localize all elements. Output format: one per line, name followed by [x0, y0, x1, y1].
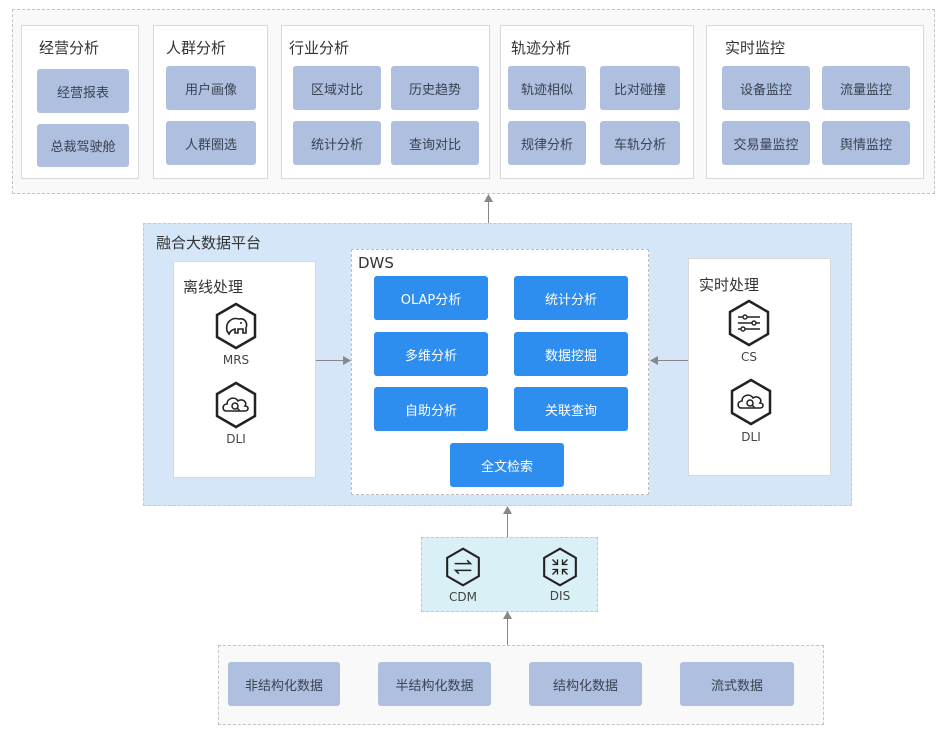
chip-item[interactable]: 车轨分析 — [600, 121, 680, 165]
connector-ingest-to-platform — [507, 513, 508, 537]
service-label-mrs: MRS — [222, 353, 250, 367]
ingest-layer — [421, 537, 598, 612]
service-label-dli: DLI — [741, 430, 761, 444]
service-label-dis: DIS — [549, 589, 571, 603]
group-title: 轨迹分析 — [511, 39, 572, 57]
group-title: 人群分析 — [166, 39, 227, 57]
dws-statistics-button[interactable]: 统计分析 — [514, 276, 628, 320]
chip-item[interactable]: 历史趋势 — [391, 66, 479, 110]
chip-item[interactable]: 轨迹相似 — [508, 66, 586, 110]
offline-title: 离线处理 — [183, 278, 244, 296]
chip-item[interactable]: 设备监控 — [722, 66, 810, 110]
dws-data-mining-button[interactable]: 数据挖掘 — [514, 332, 628, 376]
dli-cloud-search-icon — [730, 378, 772, 426]
chip-item[interactable]: 规律分析 — [508, 121, 586, 165]
platform-title: 融合大数据平台 — [156, 234, 262, 252]
dws-title: DWS — [358, 254, 394, 272]
cs-stream-icon — [728, 299, 770, 347]
chip-item[interactable]: 流量监控 — [822, 66, 910, 110]
dis-ingest-icon — [543, 547, 577, 587]
realtime-processing-panel — [688, 258, 831, 476]
chip-item[interactable]: 舆情监控 — [822, 121, 910, 165]
group-title: 行业分析 — [289, 39, 350, 57]
chip-item[interactable]: 总裁驾驶舱 — [37, 124, 129, 167]
realtime-title: 实时处理 — [699, 276, 760, 294]
dws-self-service-button[interactable]: 自助分析 — [374, 387, 488, 431]
source-semi-structured[interactable]: 半结构化数据 — [378, 662, 491, 706]
dws-multidimensional-button[interactable]: 多维分析 — [374, 332, 488, 376]
dws-correlation-query-button[interactable]: 关联查询 — [514, 387, 628, 431]
chip-item[interactable]: 用户画像 — [166, 66, 256, 110]
offline-processing-panel — [173, 261, 316, 478]
group-title: 实时监控 — [725, 39, 786, 57]
chip-item[interactable]: 人群圈选 — [166, 121, 256, 165]
chip-item[interactable]: 统计分析 — [293, 121, 381, 165]
chip-item[interactable]: 交易量监控 — [722, 121, 810, 165]
dws-olap-button[interactable]: OLAP分析 — [374, 276, 488, 320]
group-title: 经营分析 — [39, 39, 100, 57]
connector-realtime-to-dws — [657, 360, 688, 361]
service-label-dli: DLI — [226, 432, 246, 446]
service-label-cdm: CDM — [449, 590, 477, 604]
connector-offline-to-dws — [316, 360, 344, 361]
arrowhead-up-icon — [503, 506, 512, 514]
chip-item[interactable]: 经营报表 — [37, 69, 129, 113]
source-structured[interactable]: 结构化数据 — [529, 662, 642, 706]
mrs-elephant-icon — [215, 302, 257, 350]
chip-item[interactable]: 区域对比 — [293, 66, 381, 110]
connector-sources-to-ingest — [507, 618, 508, 645]
connector-platform-to-apps — [488, 200, 489, 224]
chip-item[interactable]: 查询对比 — [391, 121, 479, 165]
arrowhead-right-icon — [343, 356, 351, 365]
chip-item[interactable]: 比对碰撞 — [600, 66, 680, 110]
arrowhead-up-icon — [503, 611, 512, 619]
dws-fulltext-search-button[interactable]: 全文检索 — [450, 443, 564, 487]
source-unstructured[interactable]: 非结构化数据 — [228, 662, 340, 706]
service-label-cs: CS — [741, 350, 757, 364]
cdm-transfer-icon — [446, 547, 480, 587]
dli-cloud-search-icon — [215, 381, 257, 429]
arrowhead-up-icon — [484, 194, 493, 202]
source-streaming[interactable]: 流式数据 — [680, 662, 794, 706]
arrowhead-left-icon — [650, 356, 658, 365]
